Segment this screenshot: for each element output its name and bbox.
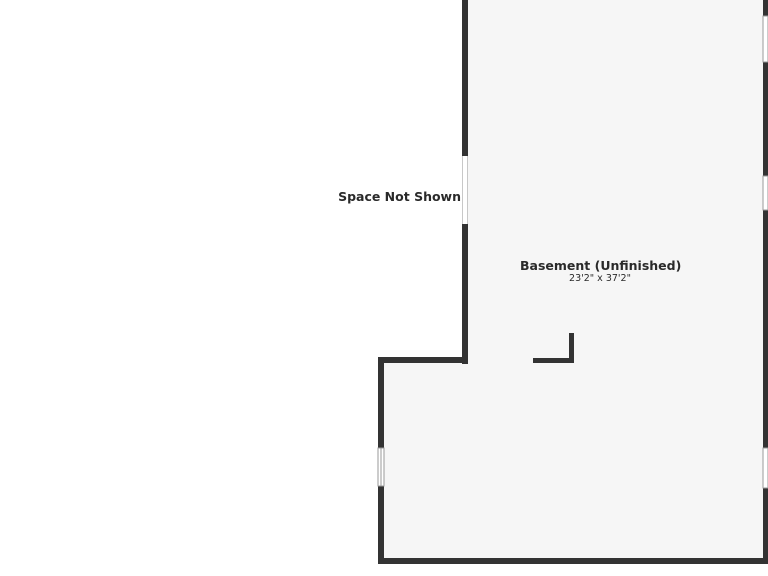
wall-left-upper-top [462, 0, 468, 156]
wall-bottom [378, 558, 768, 564]
wall-step-horizontal [378, 357, 468, 363]
window-right-top [762, 15, 768, 63]
wall-left-upper-bottom [462, 224, 468, 364]
basement-floor [383, 0, 766, 560]
room-name: Basement (Unfinished) [520, 258, 682, 273]
room-dimensions: 23'2" x 37'2" [569, 273, 631, 284]
space-not-shown-label: Space Not Shown [338, 189, 461, 204]
room-label-basement: Basement (Unfinished) 23'2" x 37'2" [520, 258, 682, 284]
window-right-bottom [762, 447, 768, 489]
window-right-middle [762, 175, 768, 211]
interior-wall-horizontal [533, 358, 574, 363]
wall-right [763, 0, 768, 564]
wall-opening [462, 156, 468, 224]
interior-wall-vertical [569, 333, 574, 363]
window-left-lower [377, 447, 385, 487]
